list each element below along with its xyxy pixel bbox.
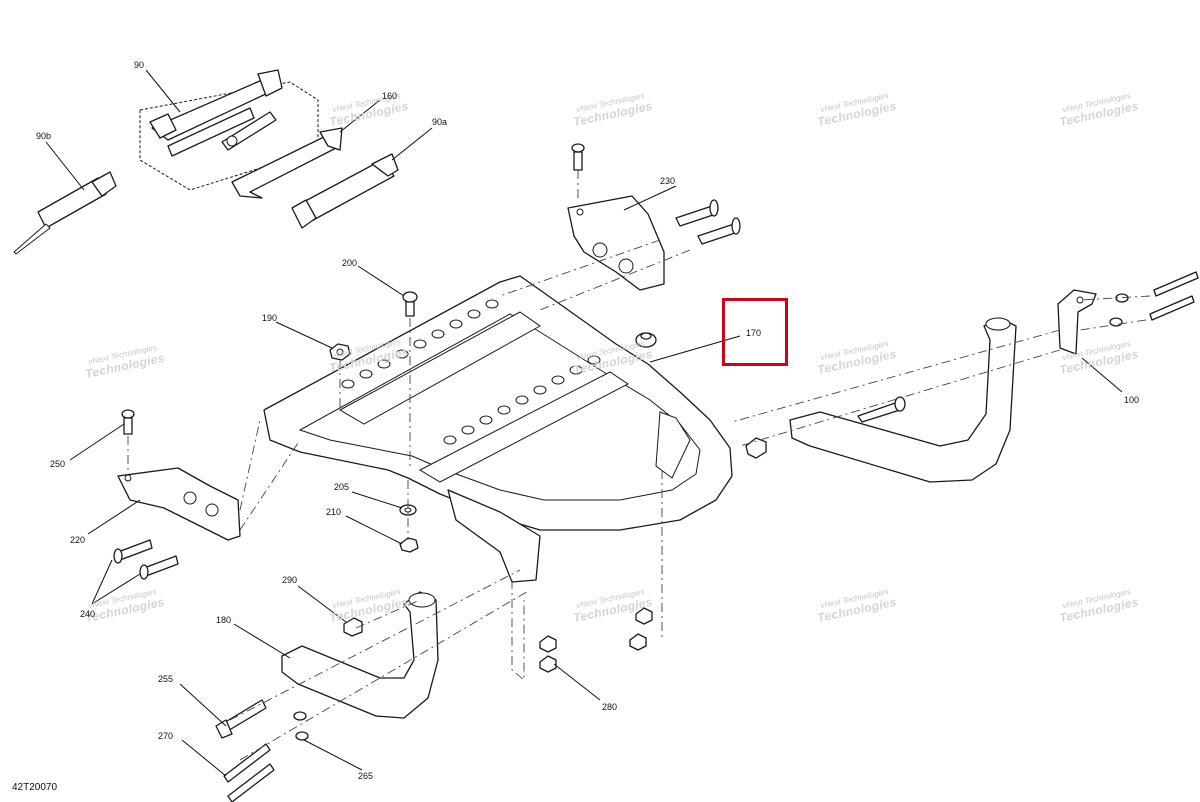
drawing-code: 42T20070	[12, 782, 58, 793]
callout-230[interactable]: 230	[660, 176, 676, 186]
callout-190[interactable]: 190	[262, 313, 278, 323]
screw-200	[402, 291, 418, 317]
right-bolts	[1149, 271, 1199, 321]
left-pins-240	[113, 539, 179, 580]
right-handle-bar	[789, 317, 1017, 483]
callout-90a[interactable]: 90a	[432, 117, 448, 127]
left-hinge-bracket	[117, 467, 241, 541]
callout-250[interactable]: 250	[50, 459, 66, 469]
callout-170[interactable]: 170	[746, 328, 762, 338]
upper-bolt-1	[675, 199, 719, 227]
bolt-255	[215, 699, 267, 739]
frame-rear-knob	[635, 332, 657, 348]
upper-bolt-2	[697, 217, 741, 245]
frame-holes-upper	[341, 299, 499, 389]
upper-hinge-bracket	[567, 195, 665, 291]
callout-90b[interactable]: 90b	[36, 131, 52, 141]
right-washers	[1109, 293, 1129, 327]
callout-265[interactable]: 265	[358, 771, 374, 781]
washers-265	[293, 711, 309, 741]
tool-kit-bag	[139, 69, 319, 191]
spanner-wrench	[231, 127, 343, 199]
right-nut	[745, 437, 767, 459]
left-handle-bar	[281, 591, 439, 719]
left-screw-250	[121, 409, 135, 435]
callout-160[interactable]: 160	[382, 91, 398, 101]
bolt-270	[223, 743, 275, 802]
callout-290[interactable]: 290	[282, 575, 298, 585]
callout-270[interactable]: 270	[158, 731, 174, 741]
callout-180[interactable]: 180	[216, 615, 232, 625]
callout-280[interactable]: 280	[602, 702, 618, 712]
callout-220[interactable]: 220	[70, 535, 86, 545]
frame-holes-lower	[443, 355, 601, 445]
callout-240[interactable]: 240	[80, 609, 96, 619]
assembly-lines	[127, 170, 1151, 761]
main-frame	[263, 275, 733, 583]
top-screw	[571, 143, 585, 171]
callout-210[interactable]: 210	[326, 507, 342, 517]
nut-290	[343, 617, 363, 637]
callout-205[interactable]: 205	[334, 482, 350, 492]
nut-190	[329, 343, 351, 361]
callout-90[interactable]: 90	[134, 60, 145, 70]
callout-100[interactable]: 100	[1124, 395, 1140, 405]
nut-210	[399, 537, 419, 553]
screwdriver	[13, 171, 117, 255]
leader-lines	[45, 69, 1123, 777]
highlight-box	[722, 298, 788, 366]
nuts-280	[539, 607, 653, 673]
socket-tube	[291, 153, 399, 229]
callout-255[interactable]: 255	[158, 674, 174, 684]
right-center-bolt	[857, 396, 906, 423]
callout-200[interactable]: 200	[342, 258, 358, 268]
